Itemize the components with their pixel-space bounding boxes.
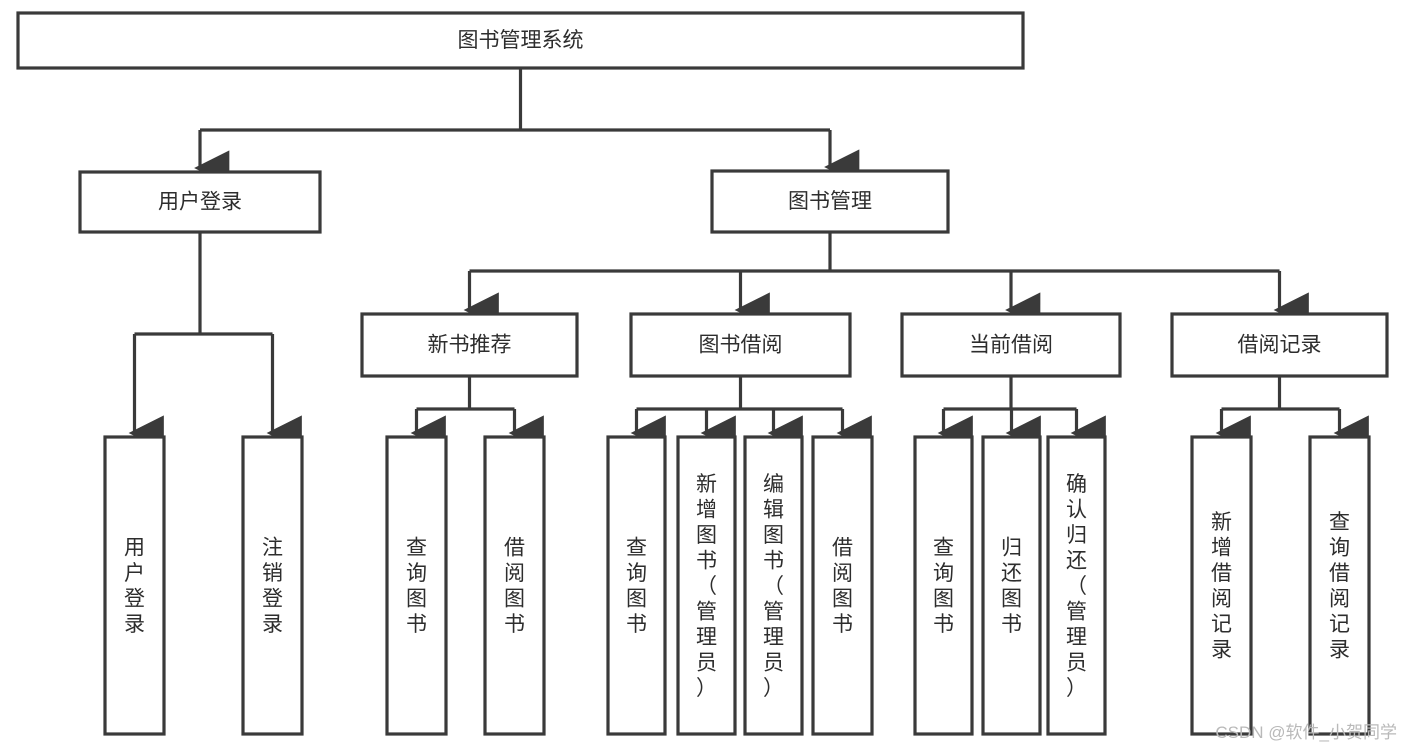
node-current-borrow-rect [900,312,1122,378]
leaf-leaf-query-book[interactable]: 查询图书 [606,435,667,736]
node-current-borrow[interactable]: 当前借阅 [900,312,1122,378]
node-borrow-record-label: 借阅记录 [1238,334,1322,357]
leaf-leaf-borrow-book-label: 借阅图书 [832,537,853,637]
leaf-leaf-query-book-rect [606,435,667,736]
leaf-leaf-add-record-label: 新增借阅记录 [1211,511,1232,662]
node-new-book-rec-rect [360,312,579,378]
node-book-borrow-label: 图书借阅 [699,334,783,357]
node-current-borrow-label: 当前借阅 [969,334,1053,357]
leaf-leaf-borrow-book[interactable]: 借阅图书 [811,435,874,736]
leaf-leaf-add-book-label: 新增图书（管理员） [696,473,717,700]
node-book-manage[interactable]: 图书管理 [710,169,950,234]
leaf-leaf-query-record-label: 查询借阅记录 [1329,511,1350,662]
leaf-leaf-query-book-rec[interactable]: 查询图书 [385,435,448,736]
leaf-leaf-add-book[interactable]: 新增图书（管理员） [676,435,737,736]
leaf-leaf-user-login-label: 用户登录 [124,537,145,637]
leaf-leaf-confirm-return-label: 确认归还（管理员） [1066,473,1087,700]
leaf-leaf-query-book-cur[interactable]: 查询图书 [913,435,974,736]
node-book-manage-rect [710,169,950,234]
leaf-leaf-edit-book-rect [743,435,804,736]
leaf-leaf-return-book-rect [981,435,1042,736]
node-user-login-label: 用户登录 [158,191,242,214]
leaf-leaf-add-record[interactable]: 新增借阅记录 [1190,435,1253,736]
leaf-leaf-query-book-rec-label: 查询图书 [406,537,427,637]
node-user-login-rect [78,170,322,234]
leaf-leaf-edit-book-label: 编辑图书（管理员） [763,473,784,700]
leaf-leaf-query-book-cur-label: 查询图书 [933,537,954,637]
leaf-leaf-add-book-rect [676,435,737,736]
leaf-leaf-user-logout[interactable]: 注销登录 [241,435,304,736]
leaf-leaf-borrow-book-rec-label: 借阅图书 [504,537,525,637]
node-book-borrow[interactable]: 图书借阅 [629,312,852,378]
leaf-leaf-return-book[interactable]: 归还图书 [981,435,1042,736]
node-root-label: 图书管理系统 [458,29,584,52]
leaf-leaf-user-login-rect [103,435,166,736]
leaf-leaf-borrow-book-rec[interactable]: 借阅图书 [483,435,546,736]
node-borrow-record[interactable]: 借阅记录 [1170,312,1389,378]
leaf-leaf-add-record-rect [1190,435,1253,736]
leaf-leaf-query-book-rec-rect [385,435,448,736]
leaf-leaf-query-book-label: 查询图书 [626,537,647,637]
node-root-rect [16,11,1025,70]
leaf-leaf-borrow-book-rec-rect [483,435,546,736]
connector-layer [128,68,1369,451]
node-layer: 图书管理系统用户登录图书管理新书推荐图书借阅当前借阅借阅记录用户登录注销登录查询… [16,11,1389,736]
watermark-credit: CSDN @软件_小贺同学 [1215,723,1397,742]
node-book-manage-label: 图书管理 [788,190,872,213]
leaf-leaf-borrow-book-rect [811,435,874,736]
leaf-leaf-user-logout-label: 注销登录 [262,537,283,637]
leaf-leaf-confirm-return[interactable]: 确认归还（管理员） [1046,435,1107,736]
leaf-leaf-query-record-rect [1308,435,1371,736]
node-new-book-rec[interactable]: 新书推荐 [360,312,579,378]
leaf-leaf-edit-book[interactable]: 编辑图书（管理员） [743,435,804,736]
node-new-book-rec-label: 新书推荐 [428,334,512,357]
node-user-login[interactable]: 用户登录 [78,170,322,234]
leaf-leaf-confirm-return-rect [1046,435,1107,736]
leaf-leaf-user-login[interactable]: 用户登录 [103,435,166,736]
leaf-leaf-user-logout-rect [241,435,304,736]
leaf-leaf-return-book-label: 归还图书 [1001,537,1022,637]
node-borrow-record-rect [1170,312,1389,378]
leaf-leaf-query-record[interactable]: 查询借阅记录 [1308,435,1371,736]
node-book-borrow-rect [629,312,852,378]
node-root[interactable]: 图书管理系统 [16,11,1025,70]
leaf-leaf-query-book-cur-rect [913,435,974,736]
